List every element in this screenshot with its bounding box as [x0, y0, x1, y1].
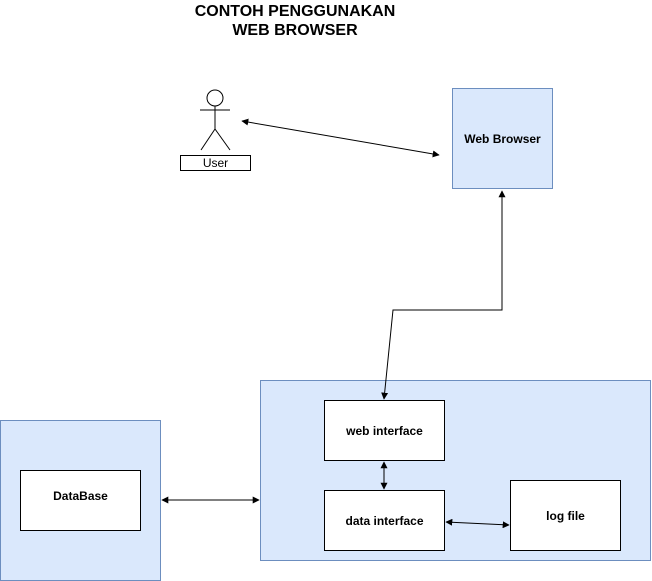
- user-actor-icon: [200, 89, 231, 151]
- web-browser-label: Web Browser: [464, 131, 541, 146]
- connector-webinterface-browser: [381, 190, 506, 400]
- data-interface-node[interactable]: data interface: [324, 490, 445, 551]
- user-label: User: [180, 155, 251, 171]
- log-file-node[interactable]: log file: [510, 480, 621, 551]
- web-interface-node[interactable]: web interface: [324, 400, 445, 461]
- connector-datainterface-logfile: [445, 518, 510, 529]
- diagram-title: CONTOH PENGGUNAKAN WEB BROWSER: [145, 2, 445, 40]
- web-browser-node[interactable]: Web Browser: [452, 88, 553, 189]
- data-interface-label: data interface: [345, 513, 424, 528]
- web-interface-label: web interface: [346, 423, 423, 438]
- database-label: DataBase: [53, 489, 108, 503]
- connector-user-browser: [241, 118, 440, 158]
- diagram-title-line-2: WEB BROWSER: [232, 22, 358, 39]
- log-file-label: log file: [546, 508, 585, 523]
- database-node[interactable]: DataBase: [20, 470, 141, 531]
- diagram-title-line-1: CONTOH PENGGUNAKAN: [194, 3, 396, 20]
